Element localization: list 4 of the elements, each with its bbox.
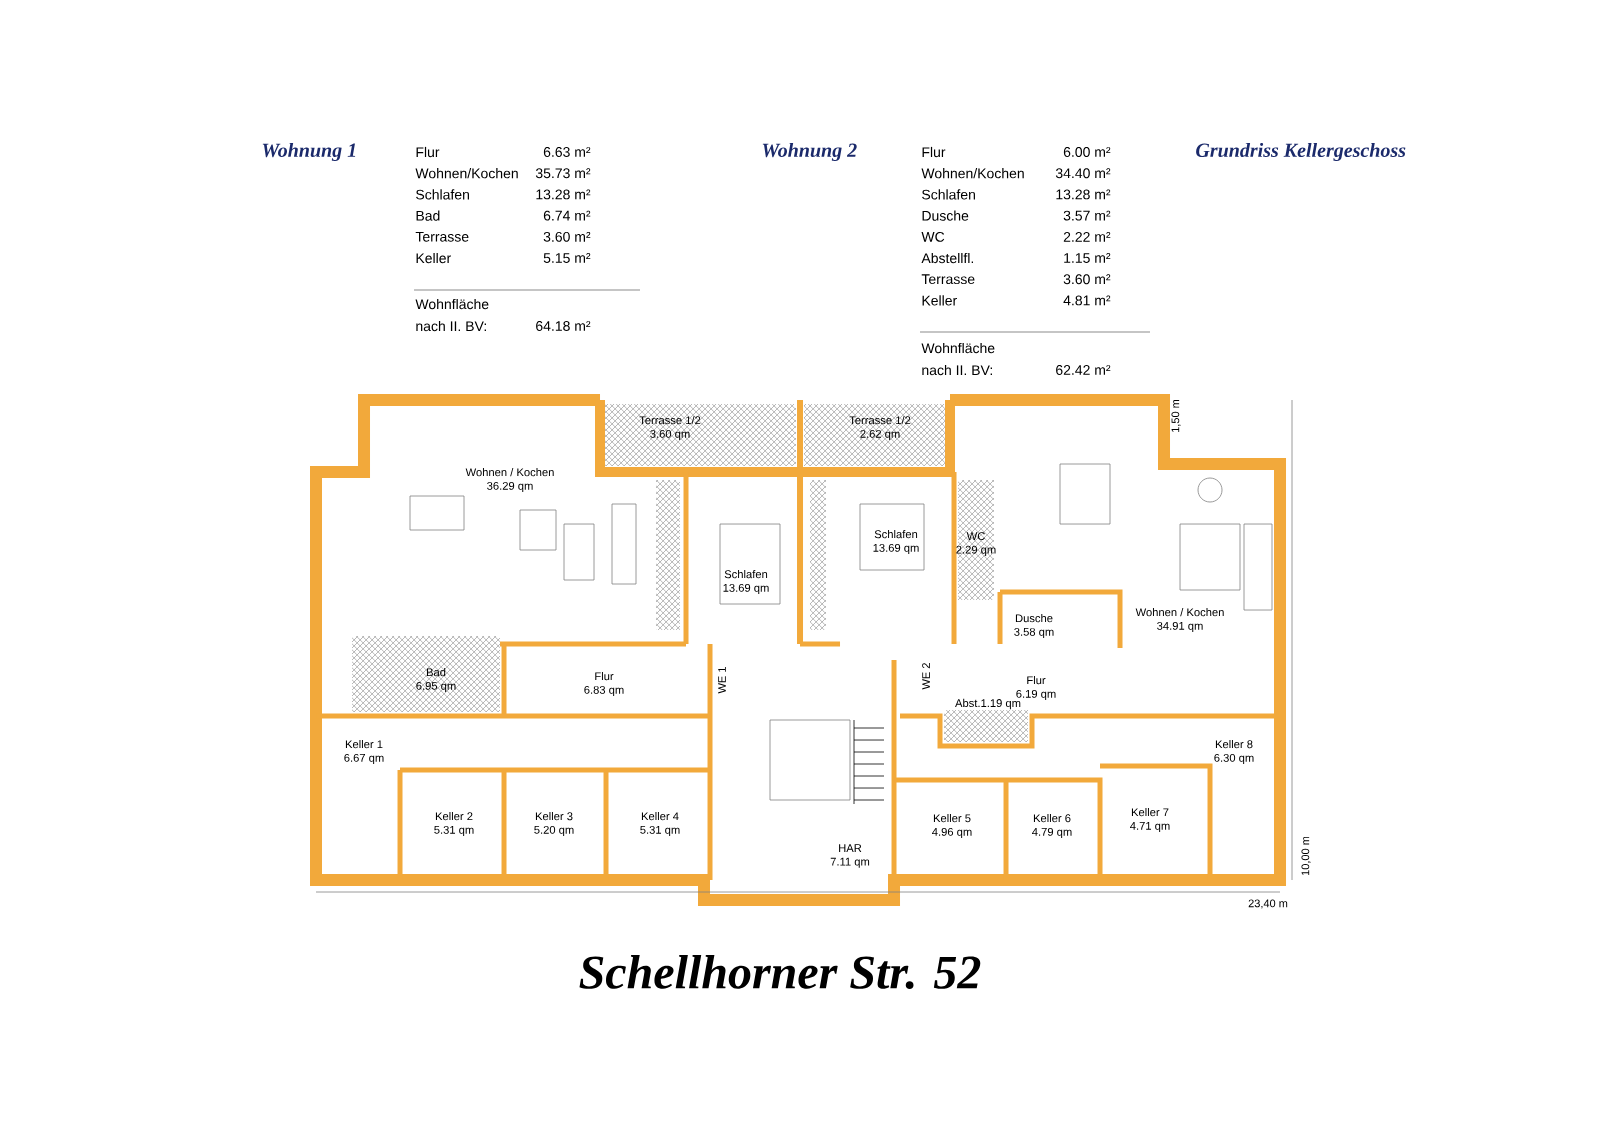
section-heading: Wohnung 2 xyxy=(762,142,857,162)
title: Schellhorner Str. 52 xyxy=(579,955,981,989)
section-heading: Grundriss Kellergeschoss xyxy=(1196,142,1406,162)
section-heading: Wohnung 1 xyxy=(262,142,356,162)
